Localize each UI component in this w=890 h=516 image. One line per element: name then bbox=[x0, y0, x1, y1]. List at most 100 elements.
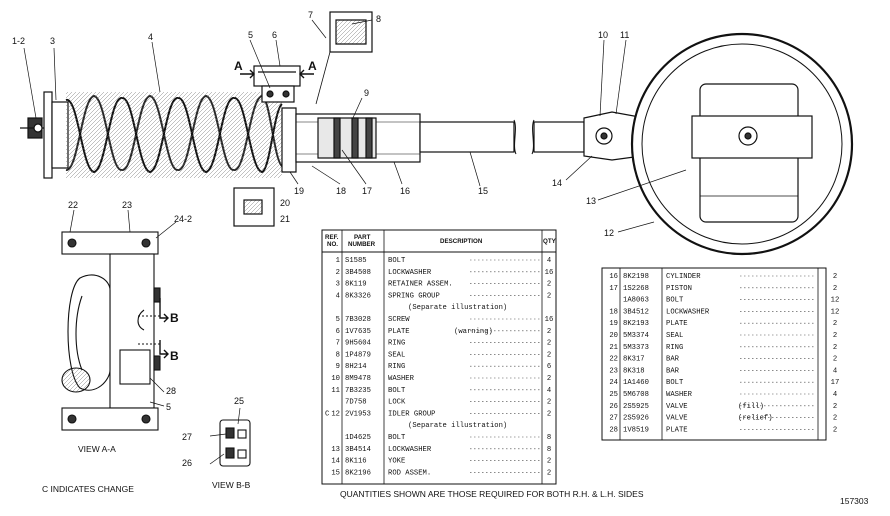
quantity: 2 bbox=[833, 273, 837, 281]
rod-section bbox=[61, 367, 91, 393]
quantity: 2 bbox=[833, 415, 837, 423]
callout-8: 8 bbox=[376, 14, 381, 24]
callout-6: 6 bbox=[272, 30, 277, 40]
quantities-note: QUANTITIES SHOWN ARE THOSE REQUIRED FOR … bbox=[340, 489, 644, 499]
quantity: 2 bbox=[547, 281, 551, 289]
callout-27: 27 bbox=[182, 432, 192, 442]
description: BOLT bbox=[666, 297, 684, 305]
description: WASHER bbox=[666, 391, 693, 399]
main-assembly-drawing bbox=[20, 11, 854, 256]
section-label-a-right: A bbox=[308, 59, 317, 73]
description-note: (warning) bbox=[454, 328, 493, 336]
figure-number: 157303 bbox=[840, 496, 869, 506]
ref-number: 26 bbox=[609, 403, 618, 411]
description: SCREW bbox=[388, 316, 410, 324]
ref-number: 20 bbox=[609, 332, 618, 340]
header-part-number-2: NUMBER bbox=[348, 241, 376, 248]
description: LOCKWASHER bbox=[666, 308, 710, 316]
callout-14: 14 bbox=[552, 178, 562, 188]
quantity: 2 bbox=[547, 340, 551, 348]
part-number: 5M3374 bbox=[623, 332, 649, 340]
ref-number: 7 bbox=[336, 340, 340, 348]
part-number: 3B4508 bbox=[345, 269, 371, 277]
description: BAR bbox=[666, 367, 680, 375]
part-number: 8K2196 bbox=[345, 469, 371, 477]
section-label-b-top: B bbox=[170, 311, 179, 325]
spring-coils bbox=[65, 92, 283, 178]
view-bb-label: VIEW B-B bbox=[212, 480, 251, 490]
part-number: 3B4514 bbox=[345, 446, 371, 454]
part-number: 3B4512 bbox=[623, 308, 649, 316]
description: RETAINER ASSEM. bbox=[388, 281, 453, 289]
section-arrow-a-left bbox=[240, 69, 255, 79]
callout-labels: 1-2 3 4 5 6 7 8 9 10 11 12 13 14 15 16 1… bbox=[12, 10, 869, 506]
description: VALVE bbox=[666, 403, 688, 411]
description: BOLT bbox=[388, 387, 406, 395]
ref-number: 14 bbox=[331, 458, 340, 466]
ref-number: 3 bbox=[336, 281, 340, 289]
description: YOKE bbox=[388, 458, 405, 466]
ref-number: 17 bbox=[609, 285, 618, 293]
part-number: S1585 bbox=[345, 257, 367, 265]
ref-number: 8 bbox=[336, 351, 340, 359]
ref-number: 27 bbox=[609, 415, 618, 423]
callout-5: 5 bbox=[248, 30, 253, 40]
quantity: 2 bbox=[833, 320, 837, 328]
part-number: 2S5925 bbox=[623, 403, 649, 411]
quantity: 2 bbox=[547, 469, 551, 477]
callout-25: 25 bbox=[234, 396, 244, 406]
ref-number: 23 bbox=[609, 367, 618, 375]
ref-number: 28 bbox=[609, 426, 618, 434]
callout-23: 23 bbox=[122, 200, 132, 210]
ref-number: 5 bbox=[336, 316, 340, 324]
view-bb-drawing bbox=[209, 407, 251, 467]
header-ref-no-1: REF. bbox=[325, 234, 339, 241]
ref-number: 4 bbox=[336, 292, 340, 300]
part-number: 8K317 bbox=[623, 356, 645, 364]
quantity: 4 bbox=[833, 367, 837, 375]
part-number: 7B3235 bbox=[345, 387, 371, 395]
ref-number: 19 bbox=[609, 320, 618, 328]
left_table-row: (Separate illustration) bbox=[408, 304, 507, 312]
header-ref-no-2: NO. bbox=[327, 241, 338, 248]
quantity: 6 bbox=[547, 363, 551, 371]
quantity: 2 bbox=[547, 351, 551, 359]
quantity: 2 bbox=[547, 410, 551, 418]
right_table-row: 23 8K318 BAR 4 bbox=[609, 367, 837, 375]
description: BOLT bbox=[666, 379, 684, 387]
part-number: 1V7635 bbox=[345, 328, 371, 336]
callout-9: 9 bbox=[364, 88, 369, 98]
ref-number: 15 bbox=[331, 469, 340, 477]
callout-13: 13 bbox=[586, 196, 596, 206]
part-number: 9H5604 bbox=[345, 340, 371, 348]
ref-number: 1 bbox=[336, 257, 340, 265]
callout-21: 21 bbox=[280, 214, 290, 224]
quantity: 17 bbox=[831, 379, 840, 387]
quantity: 2 bbox=[833, 426, 837, 434]
description: LOCKWASHER bbox=[388, 269, 432, 277]
description: (Separate illustration) bbox=[408, 304, 507, 312]
ref-number: 22 bbox=[609, 356, 618, 364]
part-number: 8K318 bbox=[623, 367, 645, 375]
part-number: 1D4625 bbox=[345, 434, 371, 442]
callout-4: 4 bbox=[148, 32, 153, 42]
callout-5b: 5 bbox=[166, 402, 171, 412]
quantity: 8 bbox=[547, 446, 551, 454]
description: SEAL bbox=[388, 351, 405, 359]
